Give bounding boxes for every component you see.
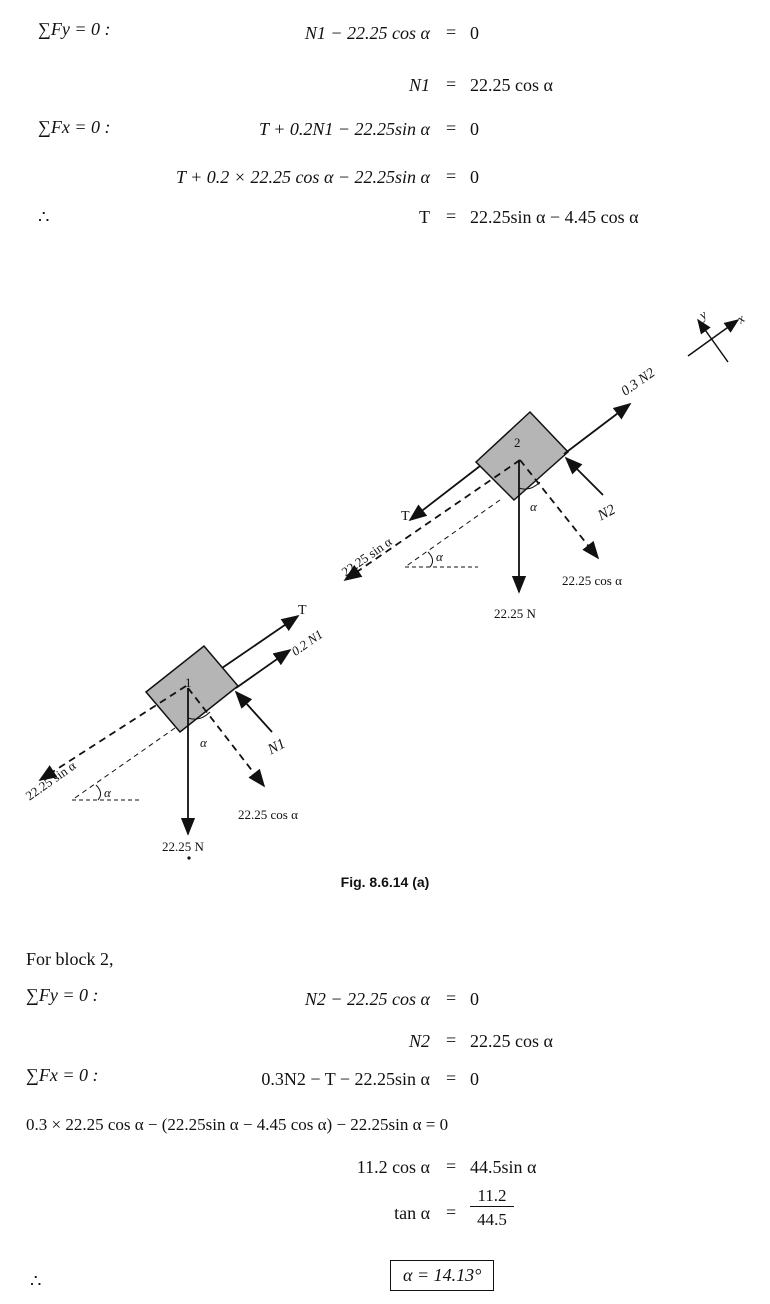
block-1-number: 1: [185, 675, 192, 690]
eq5-rhs: 22.25sin α − 4.45 cos α: [470, 207, 639, 227]
b2-tension-label: T: [401, 509, 410, 524]
b2-eq5-equals: =: [446, 1156, 457, 1176]
b2-eq5-lhs: 11.2 cos α: [356, 1157, 430, 1177]
b2-eq3-equals: =: [446, 1068, 457, 1088]
eq3-rhs: 0: [470, 119, 479, 139]
eq1-equals: =: [446, 22, 457, 42]
sum-fx-label-1: ∑Fx = 0 :: [38, 117, 111, 137]
eq2-lhs: N1: [408, 75, 430, 95]
b2-weight-label: 22.25 N: [494, 606, 536, 621]
eq4-equals: =: [446, 166, 457, 186]
eq4-rhs: 0: [470, 167, 479, 187]
sum-fy-label-2: ∑Fy = 0 :: [26, 985, 99, 1005]
sum-fy-label-1: ∑Fy = 0 :: [38, 19, 111, 39]
sum-fx-label-2: ∑Fx = 0 :: [26, 1065, 99, 1085]
block-2: [343, 402, 632, 594]
fraction-numerator: 11.2: [470, 1186, 514, 1207]
axes-indicator: [687, 318, 740, 363]
eq2-rhs: 22.25 cos α: [470, 75, 553, 95]
b2-eq1-equals: =: [446, 988, 457, 1008]
b2-eq1-rhs: 0: [470, 989, 479, 1009]
eq2-equals: =: [446, 74, 457, 94]
b1-weight-label: 22.25 N: [162, 839, 204, 854]
b2-eq4: 0.3 × 22.25 cos α − (22.25sin α − 4.45 c…: [26, 1115, 449, 1134]
eq5-lhs: T: [419, 207, 430, 227]
b2-alpha2-label: α: [436, 549, 443, 564]
b2-eq1-lhs: N2 − 22.25 cos α: [304, 989, 430, 1009]
b2-alpha-label: α: [530, 499, 537, 514]
b1-cos-label: 22.25 cos α: [238, 807, 298, 822]
b2-eq6-lhs: tan α: [394, 1203, 430, 1223]
block-1: [38, 614, 300, 860]
eq3-lhs: T + 0.2N1 − 22.25sin α: [259, 119, 430, 139]
b1-alpha-label: α: [200, 735, 207, 750]
b2-eq2-lhs: N2: [408, 1031, 430, 1051]
fraction-denominator: 44.5: [477, 1210, 507, 1229]
therefore-symbol-2: ∴: [30, 1271, 42, 1291]
b2-eq2-rhs: 22.25 cos α: [470, 1031, 553, 1051]
eq3-equals: =: [446, 118, 457, 138]
b1-alpha2-label: α: [104, 785, 111, 800]
b2-eq2-equals: =: [446, 1030, 457, 1050]
block-2-heading: For block 2,: [26, 949, 114, 969]
eq5-equals: =: [446, 206, 457, 226]
block-2-number: 2: [514, 435, 521, 450]
eq4-lhs: T + 0.2 × 22.25 cos α − 22.25sin α: [175, 167, 430, 187]
b2-eq6-equals: =: [446, 1202, 457, 1222]
b2-cos-label: 22.25 cos α: [562, 573, 622, 588]
figure-caption: Fig. 8.6.14 (a): [340, 874, 430, 890]
b2-eq3-rhs: 0: [470, 1069, 479, 1089]
therefore-symbol-1: ∴: [38, 207, 50, 227]
b2-eq3-lhs: 0.3N2 − T − 22.25sin α: [261, 1069, 430, 1089]
eq1-rhs: 0: [470, 23, 479, 43]
eq1-lhs: N1 − 22.25 cos α: [304, 23, 430, 43]
result-value: α = 14.13°: [403, 1265, 482, 1285]
b2-eq5-rhs: 44.5sin α: [470, 1157, 537, 1177]
b1-tension-label: T: [298, 603, 307, 618]
result-box: α = 14.13°: [390, 1260, 495, 1291]
